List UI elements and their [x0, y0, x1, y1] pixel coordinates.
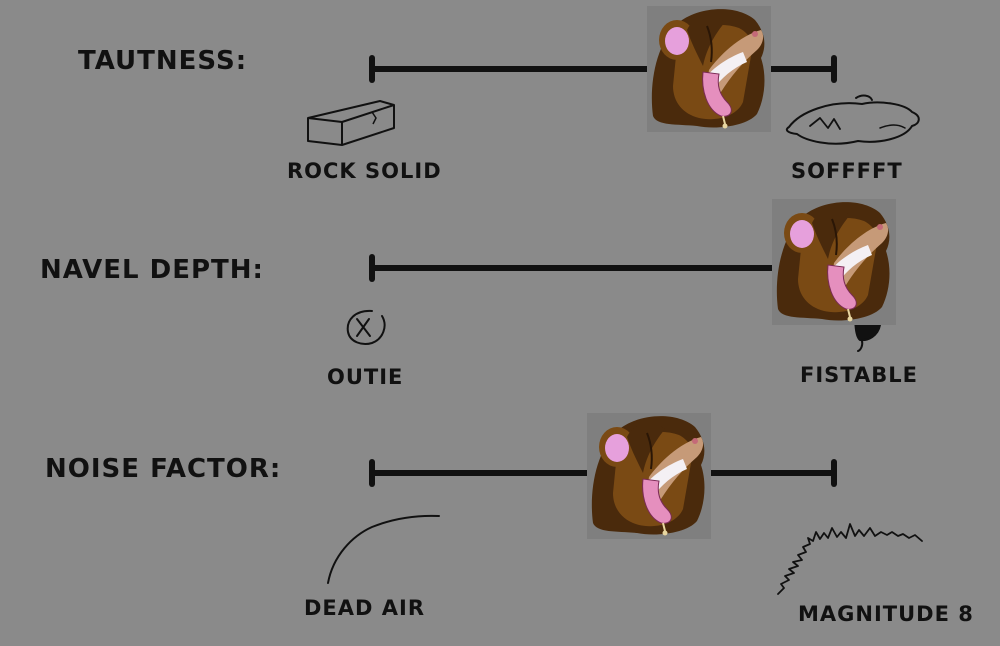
- tautness-max-label: SOFFFFT: [791, 159, 903, 183]
- lion-face-icon: [647, 6, 772, 132]
- tautness-heading: TAUTNESS:: [78, 46, 248, 76]
- pillow-icon: [785, 94, 920, 145]
- navel-depth-track[interactable]: [369, 254, 837, 282]
- navel-depth-max-label: FISTABLE: [800, 363, 918, 387]
- lion-face-icon: [587, 413, 712, 539]
- flat-wave-icon: [327, 514, 440, 584]
- tautness-marker[interactable]: [647, 6, 772, 132]
- noise-factor-min-label: DEAD AIR: [304, 596, 426, 620]
- brick-icon: [307, 100, 395, 146]
- lion-face-icon: [772, 199, 896, 325]
- noise-factor-heading: NOISE FACTOR:: [45, 454, 282, 484]
- noise-factor-marker[interactable]: [587, 413, 712, 539]
- navel-depth-min-label: OUTIE: [327, 365, 404, 389]
- outie-navel-icon: [346, 309, 386, 345]
- navel-depth-heading: NAVEL DEPTH:: [40, 255, 264, 285]
- navel-depth-marker[interactable]: [772, 199, 896, 325]
- seismic-wave-icon: [777, 523, 923, 595]
- noise-factor-max-label: MAGNITUDE 8: [798, 602, 974, 626]
- tautness-min-label: ROCK SOLID: [287, 159, 442, 183]
